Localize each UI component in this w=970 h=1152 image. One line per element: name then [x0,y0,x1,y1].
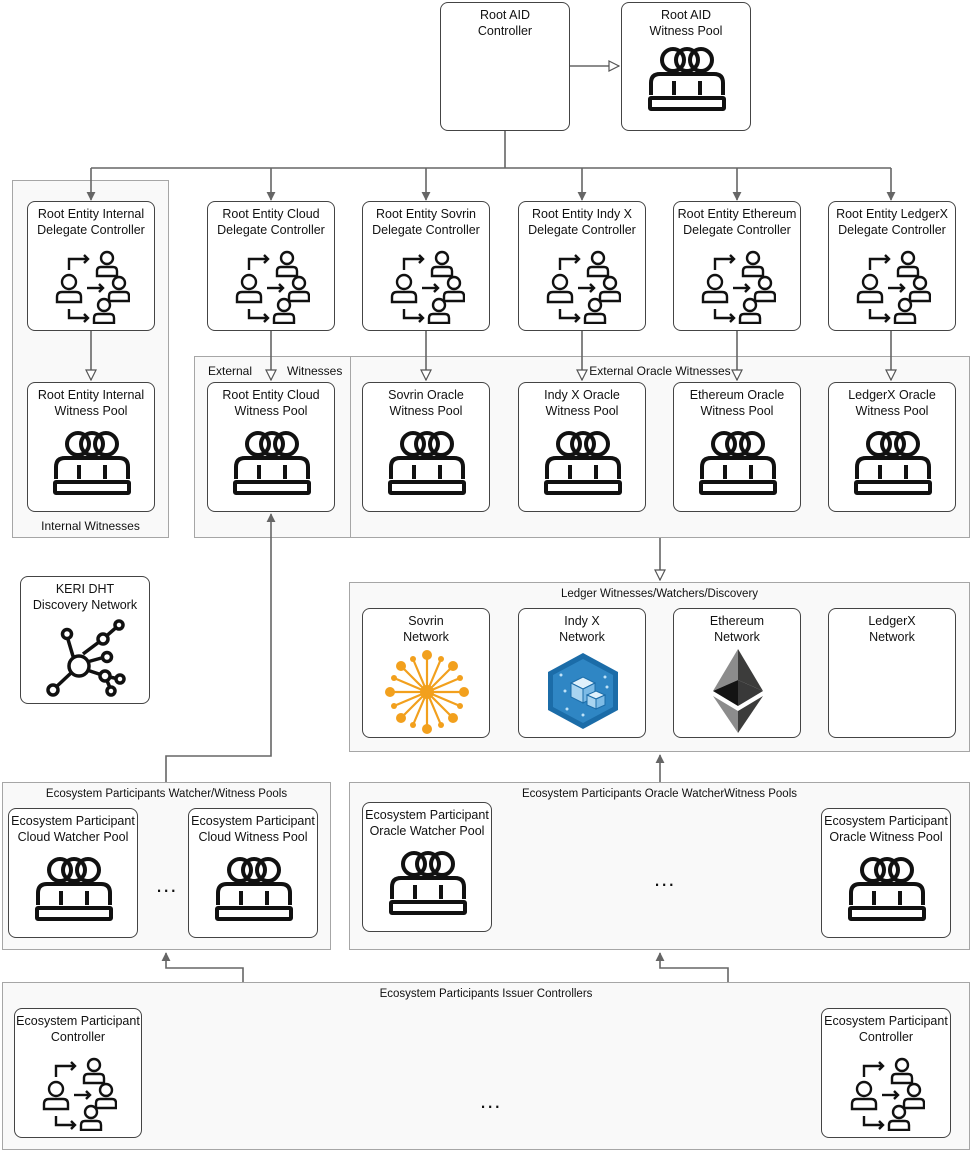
witness-pool-label: Ethereum Oracle Witness Pool [689,388,785,418]
witness-pool-ethereum-oracle[interactable]: Ethereum Oracle Witness Pool [673,382,801,512]
eco-cloud-watcher-pool[interactable]: Ecosystem Participant Cloud Watcher Pool [8,808,138,938]
delegate-controller-sovrin[interactable]: Root Entity Sovrin Delegate Controller [362,201,490,331]
witness-pool-internal[interactable]: Root Entity Internal Witness Pool [27,382,155,512]
root-aid-witness-pool-label: Root AID Witness Pool [649,8,723,38]
keri-dht-discovery-network[interactable]: KERI DHT Discovery Network [20,576,150,704]
eco-issuer-ellipsis: ... [480,1088,502,1113]
network-indy-x[interactable]: Indy X Network [518,608,646,738]
indy-logo-icon [548,653,618,729]
delegate-controller-indy-x[interactable]: Root Entity Indy X Delegate Controller [518,201,646,331]
root-aid-witness-pool[interactable]: Root AID Witness Pool [621,2,751,131]
delegate-controller-icon [856,250,931,324]
network-label: Indy X Network [559,614,605,644]
external-label: External [208,364,253,378]
sovrin-logo-icon [385,650,469,734]
delegate-controller-icon [390,250,465,324]
delegate-controller-label: Root Entity Ethereum Delegate Controller [677,207,797,237]
witness-pool-icon [388,431,466,495]
delegate-controller-ethereum[interactable]: Root Entity Ethereum Delegate Controller [673,201,801,331]
witness-pool-icon [544,431,622,495]
delegate-controller-icon [235,250,310,324]
ethereum-logo-icon [713,649,763,733]
delegate-controller-icon [546,250,621,324]
network-label: LedgerX Network [868,614,916,644]
delegate-controller-icon [701,250,776,324]
delegate-controller-label: Root Entity Sovrin Delegate Controller [372,207,480,237]
network-graph-icon [46,619,126,697]
keri-dht-label: KERI DHT Discovery Network [32,582,138,612]
delegate-controller-label: Root Entity Internal Delegate Controller [37,207,145,237]
eco-watcher-ellipsis: ... [156,872,178,897]
delegate-controller-icon [42,1057,117,1131]
root-aid-controller[interactable]: Root AID Controller [440,2,570,131]
eco-oracle-witness-pool[interactable]: Ecosystem Participant Oracle Witness Poo… [821,808,951,938]
witness-pool-label: Root Entity Internal Witness Pool [37,388,145,418]
network-label: Ethereum Network [709,614,765,644]
witness-pool-label: LedgerX Oracle Witness Pool [848,388,936,418]
eco-participant-controller-right[interactable]: Ecosystem Participant Controller [821,1008,951,1138]
witness-pool-icon [35,857,113,921]
witness-pool-label: Root Entity Cloud Witness Pool [222,388,320,418]
witness-pool-icon [389,851,467,915]
delegate-controller-icon [850,1057,925,1131]
network-label: Sovrin Network [403,614,449,644]
eco-issuer-group [2,982,970,1150]
delegate-controller-label: Root Entity Indy X Delegate Controller [528,207,636,237]
witness-pool-icon [215,857,293,921]
external-oracle-witnesses-label: External Oracle Witnesses [589,364,731,378]
eco-oracle-watcher-pool[interactable]: Ecosystem Participant Oracle Watcher Poo… [362,802,492,932]
eco-pool-label: Ecosystem Participant Cloud Watcher Pool [11,814,135,844]
delegate-controller-cloud[interactable]: Root Entity Cloud Delegate Controller [207,201,335,331]
delegate-controller-ledgerx[interactable]: Root Entity LedgerX Delegate Controller [828,201,956,331]
delegate-controller-icon [55,250,130,324]
witness-pool-icon [53,431,131,495]
eco-cloud-witness-pool[interactable]: Ecosystem Participant Cloud Witness Pool [188,808,318,938]
ledger-group-label: Ledger Witnesses/Watchers/Discovery [560,588,759,600]
delegate-controller-label: Root Entity LedgerX Delegate Controller [836,207,948,237]
eco-pool-label: Ecosystem Participant Oracle Watcher Poo… [365,808,489,838]
witness-pool-icon [854,431,932,495]
root-aid-controller-label: Root AID Controller [477,8,533,38]
witness-pool-ledgerx-oracle[interactable]: LedgerX Oracle Witness Pool [828,382,956,512]
witness-pool-icon [233,431,311,495]
network-ledgerx[interactable]: LedgerX Network [828,608,956,738]
witness-pool-icon [648,47,726,111]
eco-controller-label: Ecosystem Participant Controller [16,1014,140,1044]
witness-pool-icon [848,857,926,921]
witness-pool-cloud[interactable]: Root Entity Cloud Witness Pool [207,382,335,512]
eco-pool-label: Ecosystem Participant Oracle Witness Poo… [824,814,948,844]
eco-watcher-group-label: Ecosystem Participants Watcher/Witness P… [45,788,288,800]
eco-oracle-group-label: Ecosystem Participants Oracle WatcherWit… [521,788,798,800]
eco-issuer-group-label: Ecosystem Participants Issuer Controller… [379,988,593,1000]
eco-pool-label: Ecosystem Participant Cloud Witness Pool [191,814,315,844]
witness-pool-indy-x-oracle[interactable]: Indy X Oracle Witness Pool [518,382,646,512]
witness-pool-label: Indy X Oracle Witness Pool [544,388,620,418]
witnesses-label: Witnesses [287,364,343,378]
witness-pool-label: Sovrin Oracle Witness Pool [388,388,464,418]
delegate-controller-internal[interactable]: Root Entity Internal Delegate Controller [27,201,155,331]
network-sovrin[interactable]: Sovrin Network [362,608,490,738]
eco-oracle-ellipsis: ... [654,866,676,891]
eco-participant-controller-left[interactable]: Ecosystem Participant Controller [14,1008,142,1138]
witness-pool-sovrin-oracle[interactable]: Sovrin Oracle Witness Pool [362,382,490,512]
delegate-controller-label: Root Entity Cloud Delegate Controller [217,207,325,237]
witness-pool-icon [699,431,777,495]
internal-witnesses-label: Internal Witnesses [41,519,140,533]
eco-controller-label: Ecosystem Participant Controller [824,1014,948,1044]
network-ethereum[interactable]: Ethereum Network [673,608,801,738]
